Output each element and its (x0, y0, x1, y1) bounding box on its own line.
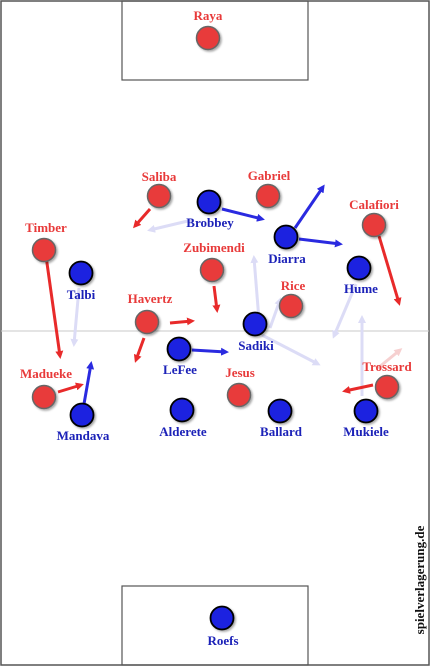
arrow-brobbey (221, 207, 265, 222)
player-havertz (134, 309, 160, 335)
arrow-saliba (133, 208, 152, 229)
player-timber (31, 237, 57, 263)
arrow-madueke (57, 382, 84, 394)
watermark-text: spielverlagerung.de (412, 525, 427, 634)
player-hume (346, 255, 372, 281)
label-rice: Rice (281, 278, 306, 293)
label-diarra: Diarra (268, 251, 306, 266)
label-sadiki: Sadiki (238, 338, 274, 353)
player-diarra (273, 224, 299, 250)
label-trossard: Trossard (362, 359, 412, 374)
label-roefs: Roefs (207, 633, 238, 648)
player-trossard (374, 374, 400, 400)
label-ballard: Ballard (260, 424, 303, 439)
blue-team (68, 189, 379, 631)
red-arrows (44, 208, 402, 394)
blue-labels: Brobbey Diarra Talbi Hume Sadiki LeFee M… (57, 215, 389, 648)
label-raya: Raya (194, 8, 223, 23)
player-madueke (31, 384, 57, 410)
label-mandava: Mandava (57, 428, 110, 443)
arrow-havertz-right (169, 317, 195, 326)
label-timber: Timber (25, 220, 67, 235)
arrow-timber (44, 255, 64, 359)
blue-arrows (82, 184, 343, 405)
arrow-trossard (342, 383, 374, 394)
player-mukiele (353, 398, 379, 424)
bottom-penalty-box (121, 585, 309, 666)
label-jesus: Jesus (225, 365, 255, 380)
player-ballard (267, 398, 293, 424)
arrow-havertz-down (133, 337, 146, 363)
arrow-zubimendi (212, 285, 221, 313)
red-team (31, 25, 400, 410)
player-alderete (169, 397, 195, 423)
label-lefee: LeFee (163, 362, 197, 377)
label-gabriel: Gabriel (248, 168, 291, 183)
player-calafiori (361, 212, 387, 238)
arrow-lefee (191, 347, 229, 356)
arrow-calafiori (377, 235, 402, 306)
arrow-diarra-up (293, 184, 325, 229)
player-mandava (69, 402, 95, 428)
label-talbi: Talbi (67, 287, 96, 302)
faint-arrows (70, 218, 403, 396)
player-raya (195, 25, 221, 51)
player-saliba (146, 183, 172, 209)
label-mukiele: Mukiele (343, 424, 389, 439)
label-calafiori: Calafiori (349, 197, 399, 212)
label-brobbey: Brobbey (186, 215, 234, 230)
player-talbi (68, 260, 94, 286)
player-rice (278, 293, 304, 319)
top-penalty-box (121, 0, 309, 81)
arrow-mandava (82, 361, 95, 405)
player-roefs (209, 605, 235, 631)
player-zubimendi (199, 257, 225, 283)
player-jesus (226, 382, 252, 408)
red-labels: Raya Saliba Gabriel Calafiori Timber Zub… (20, 8, 412, 381)
label-saliba: Saliba (142, 169, 177, 184)
player-brobbey (196, 189, 222, 215)
label-hume: Hume (344, 281, 378, 296)
arrow-diarra-right (298, 237, 343, 248)
player-gabriel (255, 183, 281, 209)
label-alderete: Alderete (159, 424, 207, 439)
player-lefee (166, 336, 192, 362)
player-sadiki (242, 311, 268, 337)
label-havertz: Havertz (128, 291, 173, 306)
label-zubimendi: Zubimendi (183, 240, 245, 255)
label-madueke: Madueke (20, 366, 72, 381)
